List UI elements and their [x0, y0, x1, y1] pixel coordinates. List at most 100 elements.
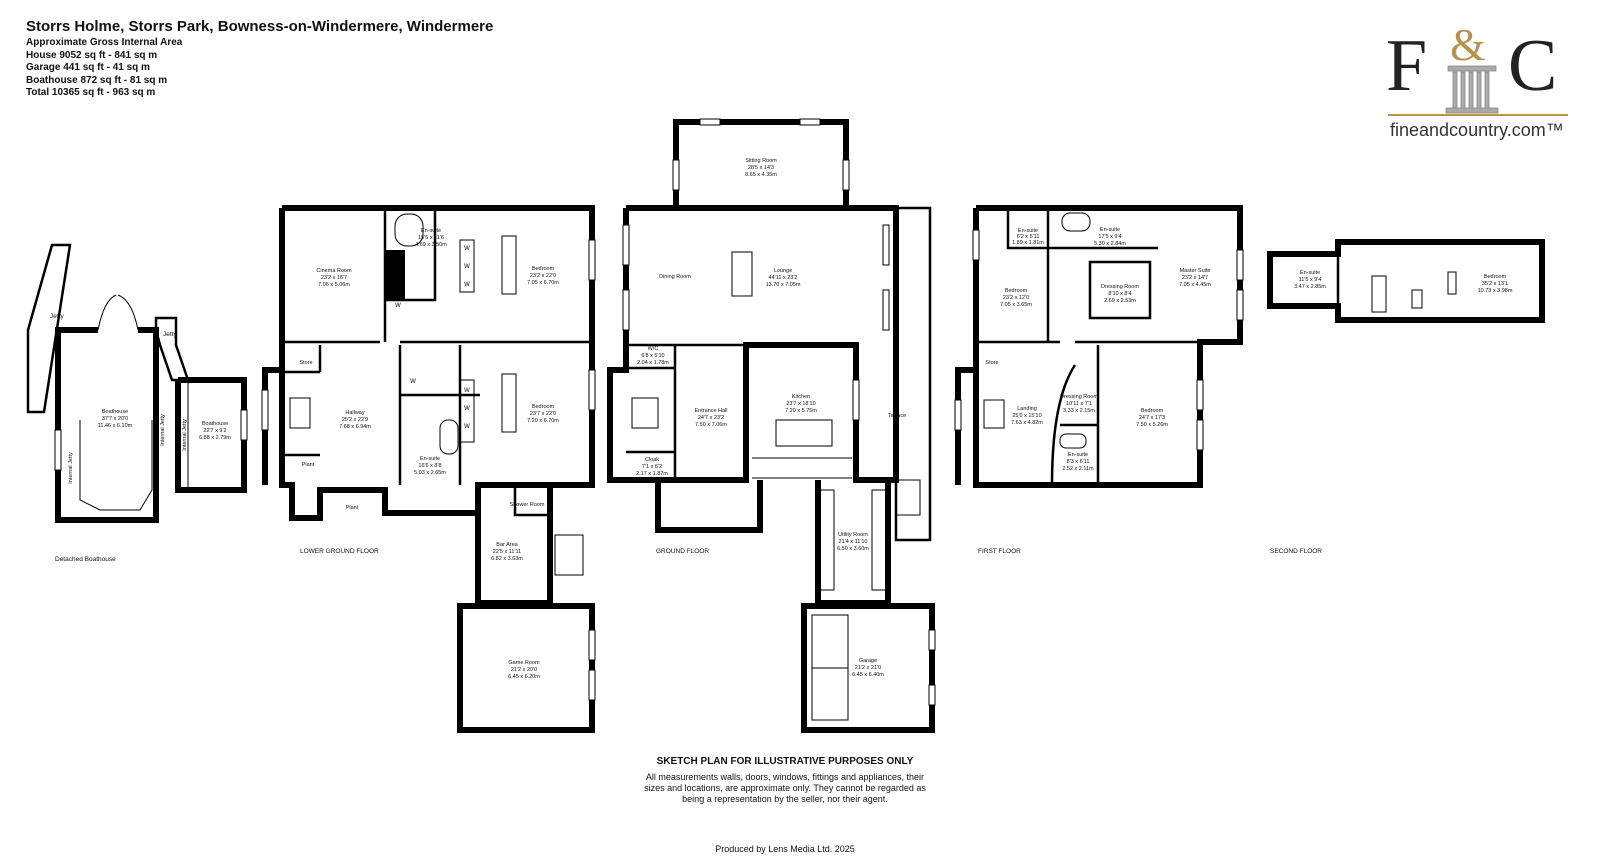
label-jetty-right: Jetty [163, 331, 177, 338]
label-internal-jetty-2: Internal Jetty [160, 414, 166, 446]
logo-website: fineandcountry.com™ [1390, 120, 1564, 140]
label-store-lg: Store [299, 360, 312, 366]
svg-text:3.47 x 2.85m: 3.47 x 2.85m [1294, 284, 1326, 290]
bath-lg2-icon [439, 419, 459, 455]
svg-text:W: W [410, 379, 416, 385]
svg-text:11.46 x 6.10m: 11.46 x 6.10m [98, 423, 133, 429]
svg-text:24'7 x 23'2: 24'7 x 23'2 [698, 415, 724, 421]
bath-f-icon [1061, 212, 1091, 232]
label-plant-2: Plant [346, 505, 359, 511]
label-dressing-f2: Dressing Room [1060, 394, 1098, 400]
jetty-left [26, 243, 72, 414]
svg-text:6'2 x 5'11: 6'2 x 5'11 [1017, 234, 1040, 240]
svg-text:15'5 x 11'6: 15'5 x 11'6 [418, 235, 444, 241]
label-dining-room: Dining Room [659, 274, 691, 280]
svg-text:8'3 x 6'11: 8'3 x 6'11 [1067, 459, 1090, 465]
internal-dock-outline [79, 420, 153, 511]
label-garage: Garage [859, 658, 877, 664]
logo-letter-f: F [1386, 25, 1427, 107]
bar-game-plan: Shower Room Bar Area 22'5 x 11'11 6.82 x… [457, 485, 596, 733]
svg-text:6.45 x 6.40m: 6.45 x 6.40m [852, 672, 884, 678]
lift-shaft [385, 250, 405, 300]
logo-column-icon [1445, 65, 1499, 114]
svg-text:2.04 x 1.78m: 2.04 x 1.78m [637, 360, 669, 366]
svg-text:10'11 x 7'1: 10'11 x 7'1 [1066, 401, 1092, 407]
floor-label-second: SECOND FLOOR [1270, 548, 1322, 555]
svg-text:W: W [464, 282, 470, 288]
label-boathouse-small: Boathouse [202, 421, 228, 427]
svg-text:44'11 x 23'2: 44'11 x 23'2 [769, 275, 798, 281]
label-ensuite-f2: En-suite [1100, 227, 1120, 233]
fine-and-country-logo: F C & [1380, 19, 1580, 154]
label-bedroom-lg1: Bedroom [532, 266, 555, 272]
floor-label-lower-ground: LOWER GROUND FLOOR [300, 548, 379, 555]
svg-text:7.05 x 4.45m: 7.05 x 4.45m [1179, 282, 1211, 288]
floor-label-ground: GROUND FLOOR [656, 548, 709, 555]
svg-text:4.69 x 3.50m: 4.69 x 3.50m [415, 242, 447, 248]
label-bedroom-f1: Bedroom [1005, 288, 1028, 294]
label-game-room: Game Room [508, 660, 540, 666]
svg-text:8'10 x 8'4: 8'10 x 8'4 [1108, 291, 1131, 297]
logo-gold-rule [1388, 114, 1568, 116]
disclaimer-title: SKETCH PLAN FOR ILLUSTRATIVE PURPOSES ON… [656, 756, 914, 767]
floor-label-boathouse: Detached Boathouse [55, 556, 116, 563]
svg-text:28'5 x 14'3: 28'5 x 14'3 [748, 165, 774, 171]
svg-text:23'7 x 18'10: 23'7 x 18'10 [786, 401, 815, 407]
wardrobe-icons-lg: W W W W W W W W [395, 239, 475, 443]
svg-text:7.20 x 6.70m: 7.20 x 6.70m [527, 418, 559, 424]
porch-walls [655, 480, 763, 533]
area-summary: Approximate Gross Internal Area House 90… [26, 37, 182, 100]
label-ensuite-lg2: En-suite [420, 456, 440, 462]
svg-text:23'2 x 16'7: 23'2 x 16'7 [321, 275, 347, 281]
svg-text:6'8 x 5'10: 6'8 x 5'10 [641, 353, 664, 359]
terrace-steps [895, 479, 921, 516]
svg-text:6.88 x 2.79m: 6.88 x 2.79m [199, 435, 231, 441]
svg-text:25'2 x 22'9: 25'2 x 22'9 [342, 417, 368, 423]
label-entrance-hall: Entrance Hall [694, 408, 727, 414]
stair-first [983, 399, 1005, 429]
svg-text:21'2 x 20'0: 21'2 x 20'0 [511, 667, 537, 673]
label-sitting-room: Sitting Room [745, 158, 777, 164]
utility-garage-plan: Utility Room 21'4 x 11'10 6.50 x 3.60m G… [801, 480, 936, 733]
disclaimer-text: All measurements walls, doors, windows, … [644, 772, 926, 804]
label-dressing-f1: Dressing Room [1101, 284, 1139, 290]
label-boathouse-main: Boathouse [102, 409, 128, 415]
logo-letter-c: C [1508, 25, 1557, 107]
svg-text:W: W [464, 406, 470, 412]
label-landing: Landing [1017, 406, 1037, 412]
svg-text:2.52 x 2.11m: 2.52 x 2.11m [1062, 466, 1094, 472]
boathouse-small-walls [175, 377, 247, 493]
svg-text:7.50 x 5.26m: 7.50 x 5.26m [1136, 422, 1168, 428]
lower-ground-outer-walls [262, 205, 595, 521]
svg-text:22'5 x 11'11: 22'5 x 11'11 [493, 549, 522, 555]
produced-by: Produced by Lens Media Ltd. 2025 [715, 844, 855, 854]
label-terrace: Terrace [888, 413, 906, 419]
area-garage: Garage 441 sq ft - 41 sq m [26, 62, 150, 73]
stair-ground [631, 397, 659, 429]
label-bar-area: Bar Area [496, 542, 518, 548]
label-internal-jetty-3: Internal Jetty [182, 419, 188, 451]
stair-bar [554, 534, 584, 576]
label-ensuite-f1: En-suite [1018, 228, 1038, 234]
floor-label-first: FIRST FLOOR [978, 548, 1021, 555]
second-floor-plan: En-suite 11'5 x 9'4 3.47 x 2.85m Bedroom… [1267, 239, 1545, 555]
second-outer-walls [1267, 239, 1545, 323]
svg-text:23'7 x 22'0: 23'7 x 22'0 [530, 411, 556, 417]
area-total: Total 10365 sq ft - 963 sq m [26, 87, 156, 98]
jetty-right [154, 316, 190, 382]
area-house: House 9052 sq ft - 841 sq m [26, 49, 158, 61]
label-wc: W/C [648, 346, 659, 352]
svg-text:11'5 x 9'4: 11'5 x 9'4 [1299, 277, 1322, 283]
svg-text:W: W [464, 424, 470, 430]
svg-text:1.89 x 1.81m: 1.89 x 1.81m [1012, 240, 1044, 246]
svg-text:37'7 x 20'0: 37'7 x 20'0 [102, 416, 128, 422]
svg-text:2.69 x 2.53m: 2.69 x 2.53m [1104, 298, 1136, 304]
stair-lg [289, 397, 311, 429]
svg-text:7.63 x 4.82m: 7.63 x 4.82m [1011, 420, 1043, 426]
label-shower-room: Shower Room [510, 502, 545, 508]
svg-text:22'7 x 9'2: 22'7 x 9'2 [203, 428, 226, 434]
lower-ground-floor-plan: W W W W W W W W Cinema Room 23'2 x 16'7 … [261, 205, 596, 555]
svg-text:2.17 x 1.87m: 2.17 x 1.87m [636, 471, 668, 477]
page-title: Storrs Holme, Storrs Park, Bowness-on-Wi… [26, 18, 494, 35]
